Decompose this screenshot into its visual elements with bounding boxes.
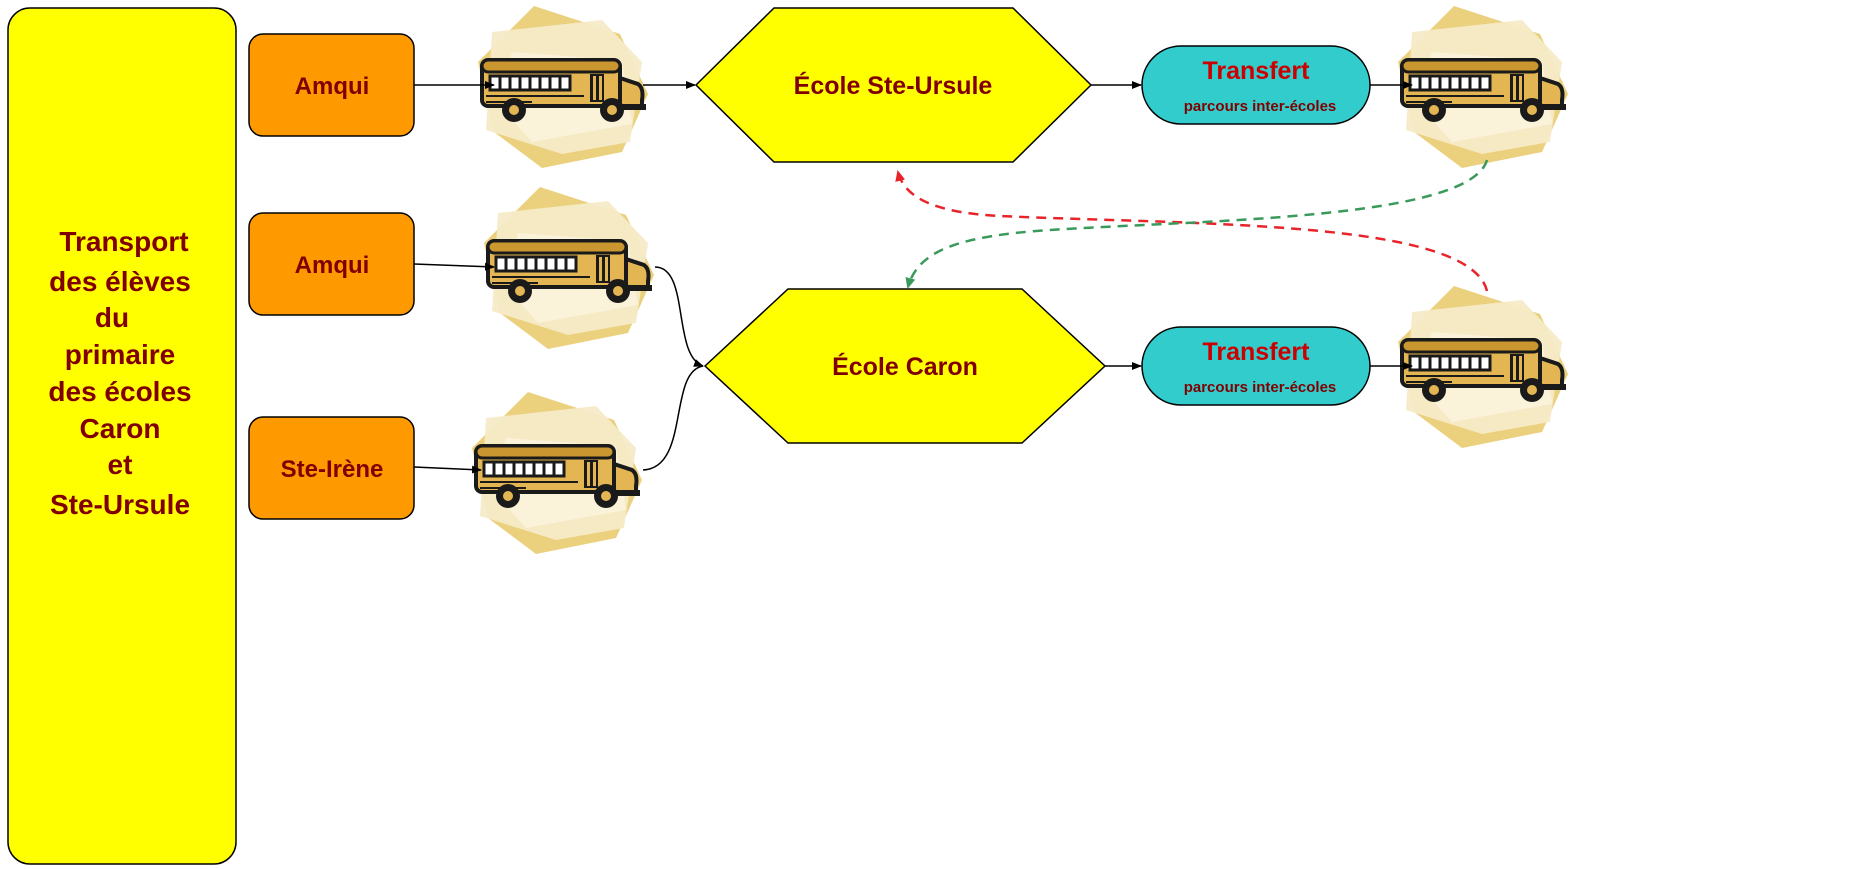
sidebar-line: des élèves xyxy=(49,266,191,297)
sidebar-line: Caron xyxy=(80,413,161,444)
origin-box-ste-irene xyxy=(248,416,415,520)
sidebar-line: Ste-Ursule xyxy=(50,489,190,520)
dashed-return-red xyxy=(895,170,1489,292)
school-bus-icon xyxy=(482,185,656,351)
sidebar-line: et xyxy=(108,449,133,480)
flow-arrow xyxy=(654,266,704,367)
sidebar-line: du xyxy=(95,302,129,333)
school-bus-icon xyxy=(470,390,644,556)
dashed-return-green xyxy=(905,159,1489,289)
transfer-subtitle: parcours inter-écoles xyxy=(1184,98,1337,115)
school-bus-icon xyxy=(476,4,650,170)
school-bus-icon xyxy=(1396,284,1570,450)
origin-label: Ste-Irène xyxy=(281,456,384,483)
origin-label: Amqui xyxy=(295,252,370,279)
flow-connectors xyxy=(413,81,1413,474)
sidebar-box xyxy=(7,7,237,865)
sidebar-line: primaire xyxy=(65,339,176,370)
flow-arrow xyxy=(413,465,482,474)
sidebar-title: Transport des élèves du primaire des éco… xyxy=(48,226,191,520)
sidebar-line: des écoles xyxy=(48,376,191,407)
origin-label: Amqui xyxy=(295,73,370,100)
transfer-subtitle: parcours inter-écoles xyxy=(1184,379,1337,396)
transfer-title: Transfert xyxy=(1203,57,1311,85)
transfer-title: Transfert xyxy=(1203,338,1311,366)
school-bus-icon xyxy=(1396,4,1570,170)
school-label: École Ste-Ursule xyxy=(794,71,993,100)
school-label: École Caron xyxy=(832,352,978,381)
flow-arrow xyxy=(642,365,704,471)
sidebar-line: Transport xyxy=(59,226,188,257)
flow-arrow xyxy=(413,262,495,271)
